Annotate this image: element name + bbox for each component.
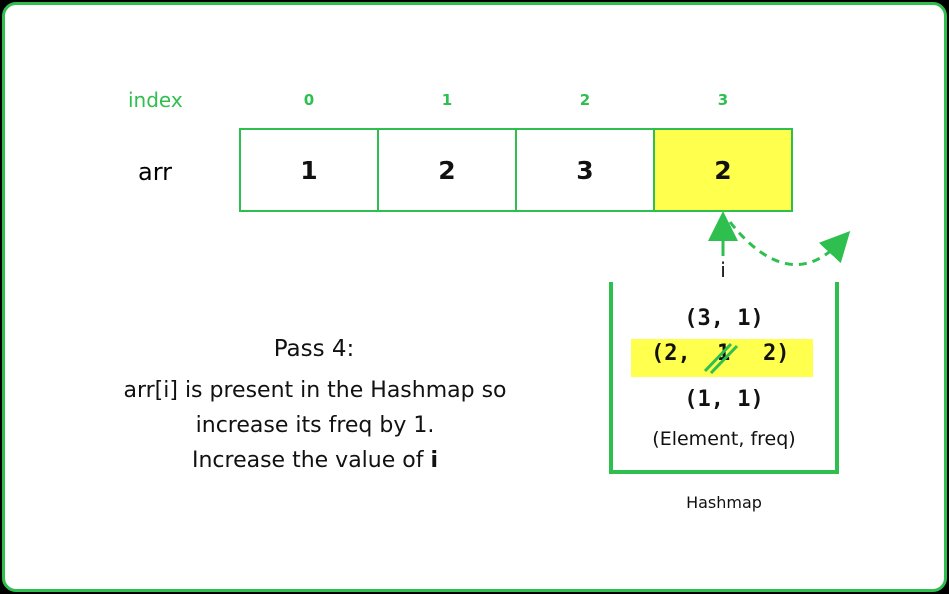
description-line-3-prefix: Increase the value of xyxy=(191,448,431,473)
hashmap-entry-1-new-freq: 2) xyxy=(763,341,790,366)
hashmap-entry-1-key: (2, xyxy=(651,341,691,366)
strike-mark-a xyxy=(703,342,733,373)
array-cells: 1 2 3 2 xyxy=(239,128,793,212)
description-line-1: arr[i] is present in the Hashmap so xyxy=(123,378,507,403)
array-label: arr xyxy=(138,158,173,186)
index-2: 2 xyxy=(579,91,591,109)
hashmap-entry-0: (3, 1) xyxy=(684,306,764,331)
pointer-label: i xyxy=(720,258,726,282)
advance-arrow xyxy=(728,221,851,267)
array-cell-2: 3 xyxy=(515,128,655,212)
array-cell-1: 2 xyxy=(377,128,517,212)
index-0: 0 xyxy=(303,91,315,109)
strike-mark-b xyxy=(709,344,739,375)
hashmap-entry-highlight xyxy=(631,339,813,377)
array-cell-0: 1 xyxy=(239,128,379,212)
hashmap-entry-2: (1, 1) xyxy=(684,387,764,412)
description-line-3: Increase the value of i xyxy=(90,448,540,473)
index-3: 3 xyxy=(717,91,729,109)
hashmap-bucket xyxy=(609,282,839,474)
index-label: index xyxy=(128,88,183,112)
description-variable: i xyxy=(430,448,439,473)
pass-title: Pass 4: xyxy=(273,336,355,362)
hashmap-label: Hashmap xyxy=(686,493,762,512)
description-line-2: increase its freq by 1. xyxy=(195,413,435,438)
hashmap-legend: (Element, freq) xyxy=(652,428,796,450)
index-1: 1 xyxy=(441,91,453,109)
